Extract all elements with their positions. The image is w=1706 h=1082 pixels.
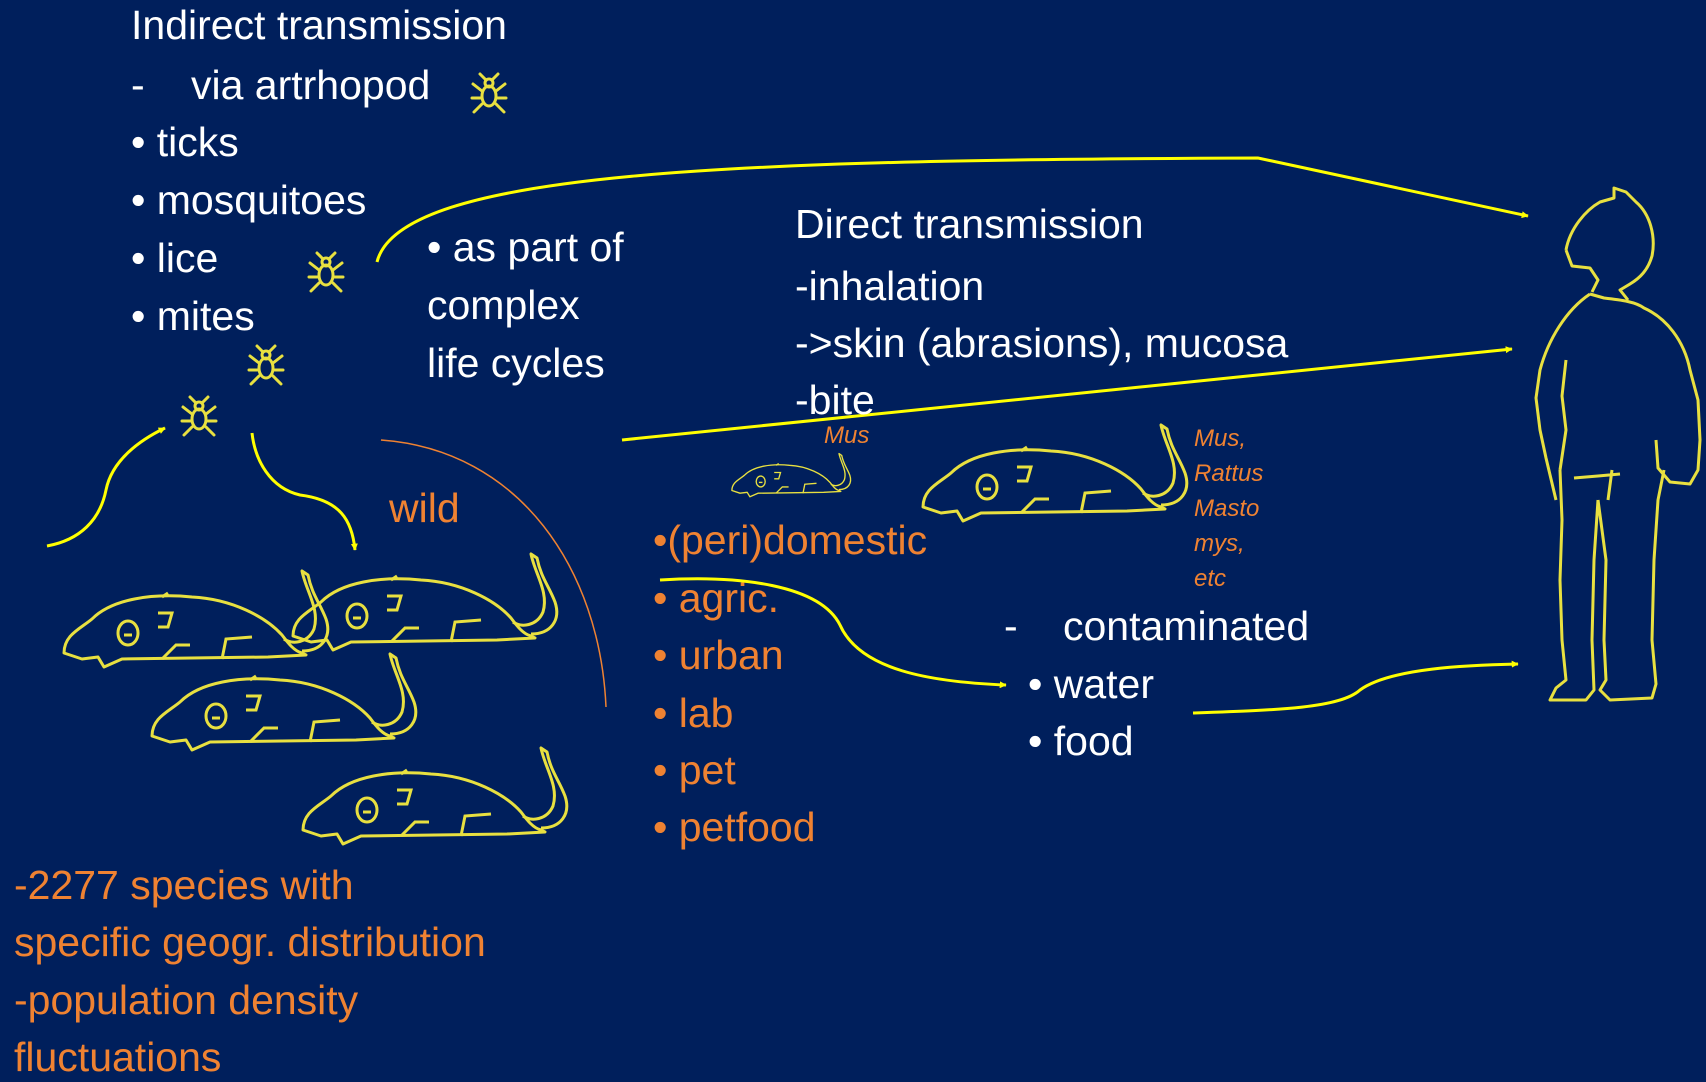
domestic-item: •(peri)domestic	[653, 516, 927, 565]
domestic-item: • urban	[653, 631, 784, 680]
domestic-item: • petfood	[653, 803, 816, 852]
wild-note: specific geogr. distribution	[14, 918, 486, 967]
lifecycle-line: • as part of	[427, 223, 624, 272]
direct-title: Direct transmission	[795, 200, 1144, 249]
direct-route: -inhalation	[795, 262, 984, 311]
direct-route: -bite	[795, 376, 875, 425]
contaminated-item: • food	[1028, 717, 1134, 766]
domestic-item: • pet	[653, 746, 736, 795]
contaminated-label: contaminated	[1063, 602, 1309, 651]
contaminated-item: • water	[1028, 660, 1154, 709]
genus-label: mys,	[1194, 530, 1245, 559]
small-rat-label: Mus	[824, 422, 869, 451]
vector-item: • mosquitoes	[131, 176, 366, 225]
genus-label: Rattus	[1194, 460, 1263, 489]
vector-item: • ticks	[131, 118, 239, 167]
wild-note: -population density	[14, 976, 358, 1025]
vector-item: • mites	[131, 292, 255, 341]
lifecycle-line: complex	[427, 281, 580, 330]
via-label: via artrhopod	[191, 61, 430, 110]
genus-label: etc	[1194, 565, 1226, 594]
via-prefix: -	[131, 61, 145, 110]
direct-route: ->skin (abrasions), mucosa	[795, 319, 1288, 368]
genus-label: Mus,	[1194, 425, 1246, 454]
genus-label: Masto	[1194, 495, 1259, 524]
indirect-title: Indirect transmission	[131, 1, 507, 50]
wild-note: fluctuations	[14, 1033, 221, 1082]
lifecycle-line: life cycles	[427, 339, 605, 388]
wild-label: wild	[389, 484, 460, 533]
domestic-item: • agric.	[653, 574, 779, 623]
wild-note: -2277 species with	[14, 861, 354, 910]
domestic-item: • lab	[653, 689, 733, 738]
vector-item: • lice	[131, 234, 218, 283]
contaminated-prefix: -	[1004, 602, 1018, 651]
